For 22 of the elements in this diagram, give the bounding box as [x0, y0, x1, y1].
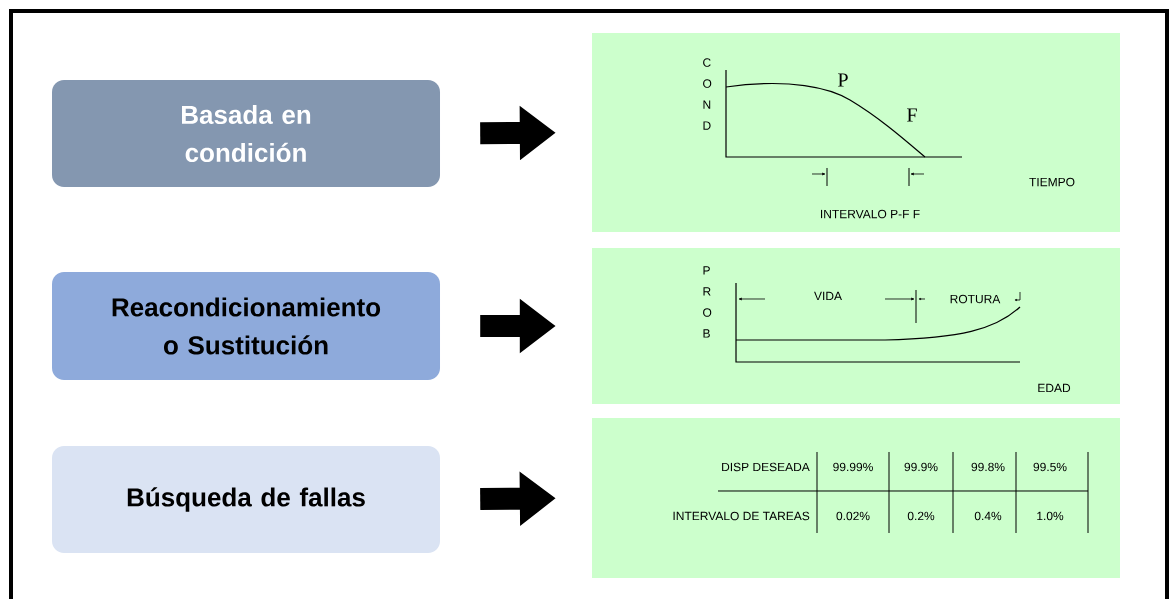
- table-value: 99.5%: [1033, 462, 1067, 472]
- axis-label: P R O B: [703, 266, 712, 338]
- table-value: 99.9%: [904, 462, 938, 472]
- interval-label: VIDA: [814, 291, 842, 301]
- curve-label: F: [907, 108, 917, 122]
- curve-label: P: [838, 73, 848, 87]
- axis-label: C O N D: [703, 58, 712, 130]
- table-value: 0.02%: [836, 511, 870, 521]
- axis-label: TIEMPO: [1029, 177, 1075, 187]
- interval-label: INTERVALO P-F F: [821, 209, 920, 219]
- table-value: 1.0%: [1037, 511, 1064, 521]
- table-value: 99.8%: [971, 462, 1005, 472]
- process-box: Basada en condición: [52, 80, 440, 187]
- interval-label: ROTURA: [950, 294, 1001, 304]
- table-value: 0.2%: [907, 511, 935, 521]
- process-box: Búsqueda de fallas: [52, 446, 440, 553]
- row-header: INTERVALO DE TAREAS: [673, 511, 810, 521]
- table-value: 0.4%: [974, 511, 1002, 521]
- process-box: Reacondicionamiento o Sustitución: [52, 272, 440, 380]
- table-value: 99.99%: [833, 462, 873, 472]
- axis-label: EDAD: [1038, 383, 1071, 393]
- row-header: DISP DESEADA: [722, 462, 810, 472]
